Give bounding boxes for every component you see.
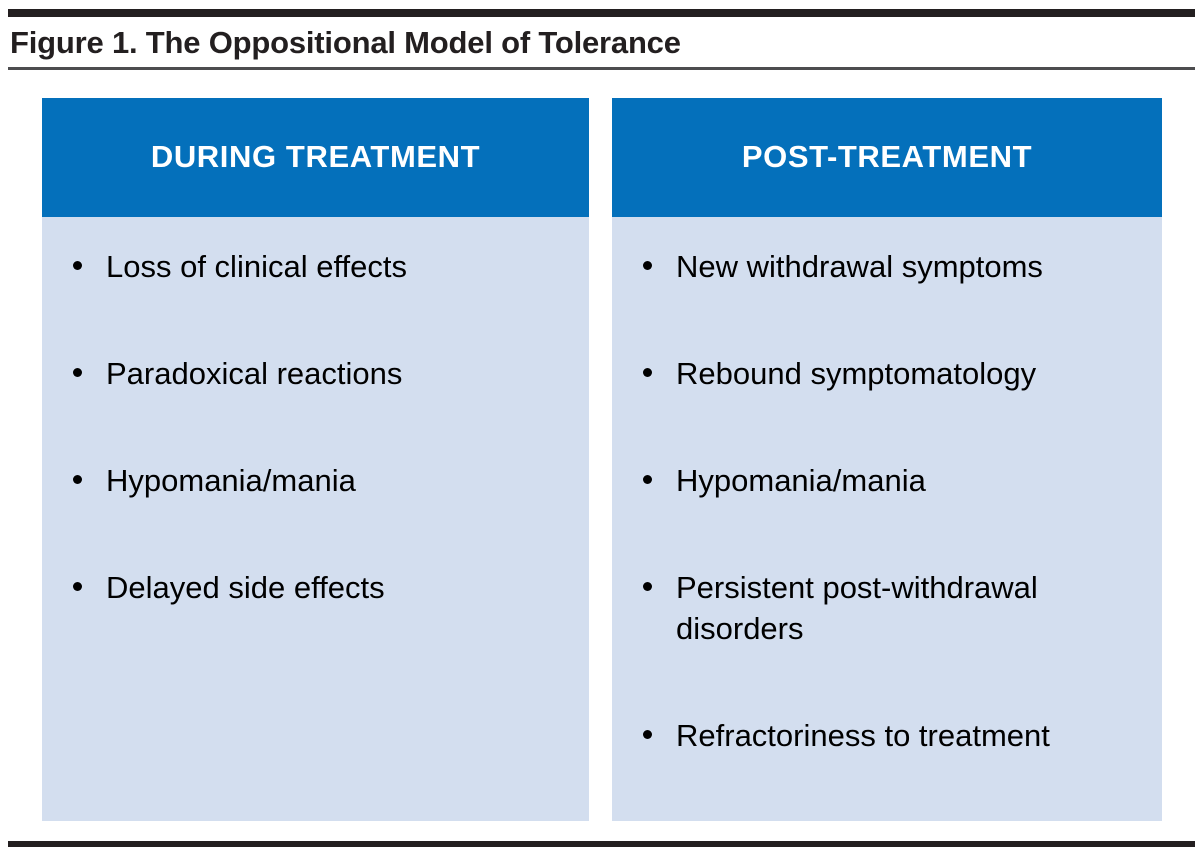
column-header-post-treatment: POST-TREATMENT bbox=[612, 98, 1162, 217]
list-item: Delayed side effects bbox=[42, 567, 589, 674]
list-item-label: Hypomania/mania bbox=[106, 463, 356, 498]
list-item-label: Paradoxical reactions bbox=[106, 356, 403, 391]
column-header-label: POST-TREATMENT bbox=[741, 139, 1033, 175]
list-item: Hypomania/mania bbox=[42, 460, 589, 567]
bullet-dot-icon bbox=[73, 475, 82, 484]
column-body-during-treatment: Loss of clinical effects Paradoxical rea… bbox=[42, 217, 589, 821]
list-item: Rebound symptomatology bbox=[612, 353, 1162, 460]
bullet-dot-icon bbox=[643, 582, 652, 591]
bullet-dot-icon bbox=[643, 261, 652, 270]
list-item-label: Rebound symptomatology bbox=[676, 356, 1037, 391]
column-header-label: DURING TREATMENT bbox=[150, 139, 481, 175]
list-item-label: Refractoriness to treatment bbox=[676, 718, 1050, 753]
bullet-dot-icon bbox=[73, 368, 82, 377]
bullet-list-post-treatment: New withdrawal symptoms Rebound symptoma… bbox=[612, 246, 1162, 822]
list-item-label: Loss of clinical effects bbox=[106, 249, 407, 284]
column-body-post-treatment: New withdrawal symptoms Rebound symptoma… bbox=[612, 217, 1162, 821]
list-item-label: Delayed side effects bbox=[106, 570, 385, 605]
list-item-label: Hypomania/mania bbox=[676, 463, 926, 498]
list-item-label: New withdrawal symptoms bbox=[676, 249, 1043, 284]
bullet-dot-icon bbox=[73, 261, 82, 270]
bottom-rule bbox=[8, 841, 1195, 847]
list-item: Persistent post-withdrawal disorders bbox=[612, 567, 1162, 715]
bullet-list-during-treatment: Loss of clinical effects Paradoxical rea… bbox=[42, 246, 589, 674]
column-post-treatment: POST-TREATMENT New withdrawal symptoms R… bbox=[612, 98, 1162, 821]
bullet-dot-icon bbox=[643, 730, 652, 739]
column-header-during-treatment: DURING TREATMENT bbox=[42, 98, 589, 217]
bullet-dot-icon bbox=[643, 368, 652, 377]
columns-container: DURING TREATMENT Loss of clinical effect… bbox=[42, 98, 1162, 821]
bullet-dot-icon bbox=[643, 475, 652, 484]
list-item: Loss of clinical effects bbox=[42, 246, 589, 353]
list-item: Hypomania/mania bbox=[612, 460, 1162, 567]
column-during-treatment: DURING TREATMENT Loss of clinical effect… bbox=[42, 98, 589, 821]
list-item: Paradoxical reactions bbox=[42, 353, 589, 460]
list-item: Refractoriness to treatment bbox=[612, 715, 1162, 822]
list-item-label: Persistent post-withdrawal disorders bbox=[676, 570, 1038, 646]
top-rule bbox=[8, 9, 1195, 17]
bullet-dot-icon bbox=[73, 582, 82, 591]
list-item: New withdrawal symptoms bbox=[612, 246, 1162, 353]
title-underline-rule bbox=[8, 67, 1195, 70]
figure-title: Figure 1. The Oppositional Model of Tole… bbox=[10, 25, 681, 60]
